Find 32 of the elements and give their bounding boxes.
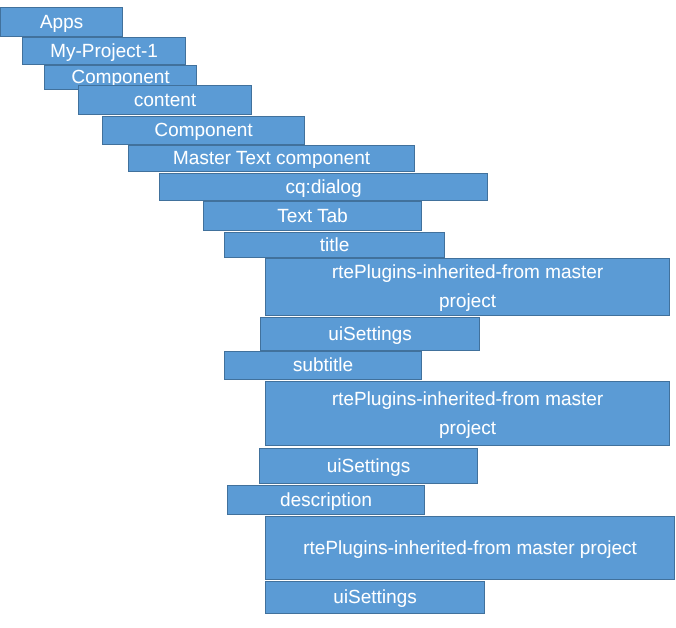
box-label: uiSettings	[328, 322, 412, 346]
box-label: uiSettings	[333, 586, 417, 610]
text-box	[265, 381, 670, 446]
text-box	[0, 7, 123, 37]
text-box	[159, 173, 488, 201]
text-box	[259, 448, 478, 484]
text-box	[22, 37, 186, 65]
box-label: uiSettings	[326, 454, 410, 478]
text-box	[265, 258, 670, 316]
text-box	[265, 516, 675, 580]
text-box	[260, 317, 480, 351]
box-label: description	[280, 488, 372, 512]
text-box	[128, 145, 415, 172]
box-label: Apps	[40, 10, 84, 34]
box-label: cq:dialog	[285, 176, 362, 200]
box-label: title	[320, 234, 350, 258]
box-label: Master Text component	[172, 147, 370, 171]
box-label: Text Tab	[277, 204, 348, 228]
text-box	[203, 201, 422, 231]
text-box	[227, 485, 425, 515]
box-label: Component	[154, 119, 253, 143]
text-box	[224, 232, 445, 258]
box-label: subtitle	[292, 354, 354, 378]
box-label: rtePlugins-inherited-from master project	[330, 388, 604, 440]
box-label: My-Project-1	[50, 40, 158, 64]
text-box	[265, 581, 485, 614]
box-label: rtePlugins-inherited-from master project	[303, 536, 637, 560]
text-box	[102, 116, 305, 145]
text-box	[224, 351, 422, 380]
box-label: content	[134, 88, 196, 112]
box-label: Component	[71, 66, 170, 90]
text-box	[78, 85, 252, 115]
